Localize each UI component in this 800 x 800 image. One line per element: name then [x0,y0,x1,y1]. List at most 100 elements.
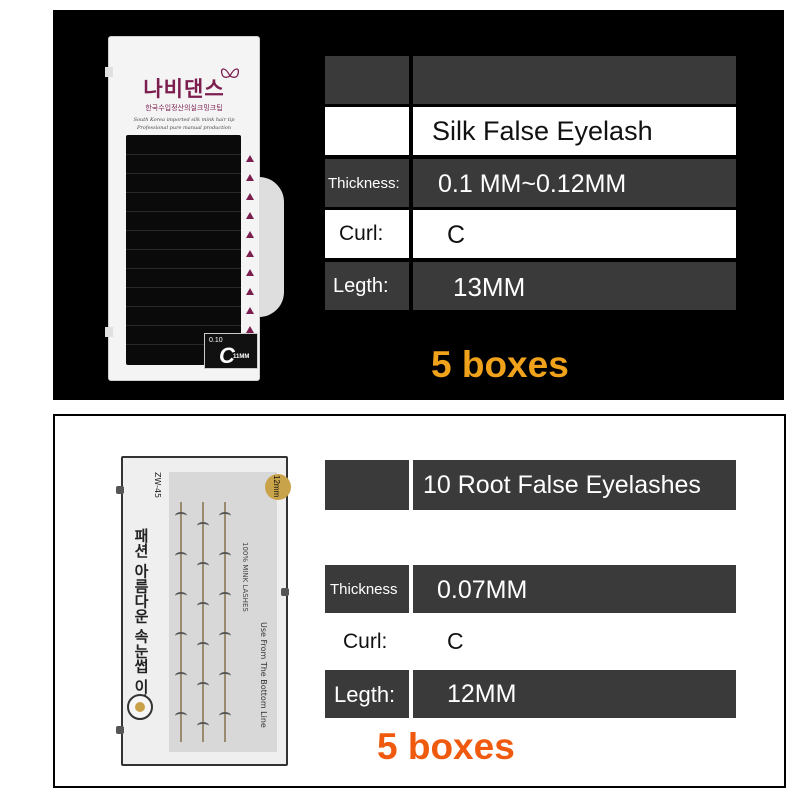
row-marker-icon [246,307,254,314]
model-number: ZW-45 [153,472,162,499]
size-tag-text: 12mm [272,475,281,498]
package-hook [259,177,284,317]
length-value: 13MM [453,272,526,302]
thickness-label-cell: Thickness [325,565,409,613]
thickness-label: Thickness: [328,175,400,192]
table-header-cell [413,56,736,104]
lash-row [126,230,241,231]
spec-sticker: 0.10 C 11MM [204,333,258,369]
curl-value-cell: C [413,617,736,665]
lash-tuft [197,682,209,690]
length-value-cell: 13MM [413,262,736,310]
curl-value: C [447,221,466,249]
size-tag-badge: 12mm [265,474,291,500]
curl-label: Curl: [343,630,388,653]
lash-row [126,192,241,193]
row-marker-icon [246,193,254,200]
butterfly-icon [220,68,240,78]
brand-name: 나비댄스 [143,77,225,101]
lash-tray: 12mm [169,472,291,752]
root-lash-package: ZW-45 패션 아름다운 속눈썹 이다 12mm [116,456,291,766]
box-count-label: 5 boxes [377,726,515,767]
thickness-value-cell: 0.07MM [413,565,736,613]
lash-row [126,287,241,288]
thickness-label: Thickness [330,581,398,598]
lash-column [173,502,189,742]
package-tab [105,67,113,77]
package-clip [281,588,289,596]
lash-strip-area [126,135,241,365]
curl-value: C [447,628,464,654]
lash-tuft [197,522,209,530]
lash-tuft [197,722,209,730]
silk-lash-package: 나비댄스 한국수입정산의실크밍크팁 South Korea imported s… [105,36,284,381]
lash-tuft [175,512,187,520]
brand-logo-icon [127,694,153,720]
product-name: Silk False Eyelash [432,116,653,146]
row-marker-icon [246,155,254,162]
lash-tuft [175,552,187,560]
sticker-curl: C [219,343,235,368]
lash-tuft [197,642,209,650]
brand-subtitle: 한국수입정산의실크밍크팁 [145,104,223,112]
lash-tuft [175,632,187,640]
lash-tuft [219,712,231,720]
product-name: 10 Root False Eyelashes [423,471,701,499]
lash-row [126,268,241,269]
row-marker-icon [246,250,254,257]
lash-tuft [219,512,231,520]
row-marker-icon [246,212,254,219]
curl-label-cell: Curl: [325,210,409,258]
sticker-thickness: 0.10 [209,337,223,344]
bottom-line-instruction: Use From The Bottom Line [259,622,268,728]
length-label-cell: Legth: [325,670,409,718]
silk-eyelash-panel: 나비댄스 한국수입정산의실크밍크팁 South Korea imported s… [53,10,784,400]
package-tagline: South Korea imported silk mink hair tip [133,117,235,123]
length-value-cell: 12MM [413,670,736,718]
package-clip [116,726,124,734]
package-clip [116,486,124,494]
package-tagline: Professional pure manual production [136,125,232,131]
product-name-cell: 10 Root False Eyelashes [413,460,736,510]
table-header-cell [325,56,409,104]
row-marker-icon [246,288,254,295]
korean-slogan: 패션 아름다운 속눈썹 이다 [132,528,150,709]
thickness-value: 0.1 MM~0.12MM [438,170,627,198]
box-count-label: 5 boxes [431,344,569,385]
lash-row [126,211,241,212]
lash-tuft [219,552,231,560]
thickness-value-cell: 0.1 MM~0.12MM [413,159,736,207]
curl-label-cell: Curl: [325,617,409,665]
lash-tuft [175,712,187,720]
table-header-cell [325,460,409,510]
lash-tuft [219,632,231,640]
thickness-label-cell: Thickness: [325,159,409,207]
product-name-cell: Silk False Eyelash [413,107,736,155]
curl-label: Curl: [339,222,384,245]
package-tab [105,327,113,337]
lash-tuft [175,592,187,600]
lash-tuft [197,602,209,610]
length-label: Legth: [333,275,389,297]
lash-tuft [175,672,187,680]
mink-lashes-text: 100% MINK LASHES [241,542,249,612]
lash-row [126,173,241,174]
row-marker-icon [246,231,254,238]
lash-tuft [197,562,209,570]
lash-row [126,344,241,345]
lash-column [195,502,211,742]
row-marker-icon [246,269,254,276]
curl-value-cell: C [413,210,736,258]
lash-tuft [219,592,231,600]
sticker-length: 11MM [233,354,250,360]
lash-row [126,325,241,326]
length-label-cell: Legth: [325,262,409,310]
lash-column [217,502,233,742]
table-cell [325,107,409,155]
length-value: 12MM [447,680,517,708]
lash-row [126,249,241,250]
row-marker-icon [246,326,254,333]
root-eyelash-panel: ZW-45 패션 아름다운 속눈썹 이다 12mm [53,414,786,788]
lash-row [126,306,241,307]
thickness-value: 0.07MM [437,576,528,604]
